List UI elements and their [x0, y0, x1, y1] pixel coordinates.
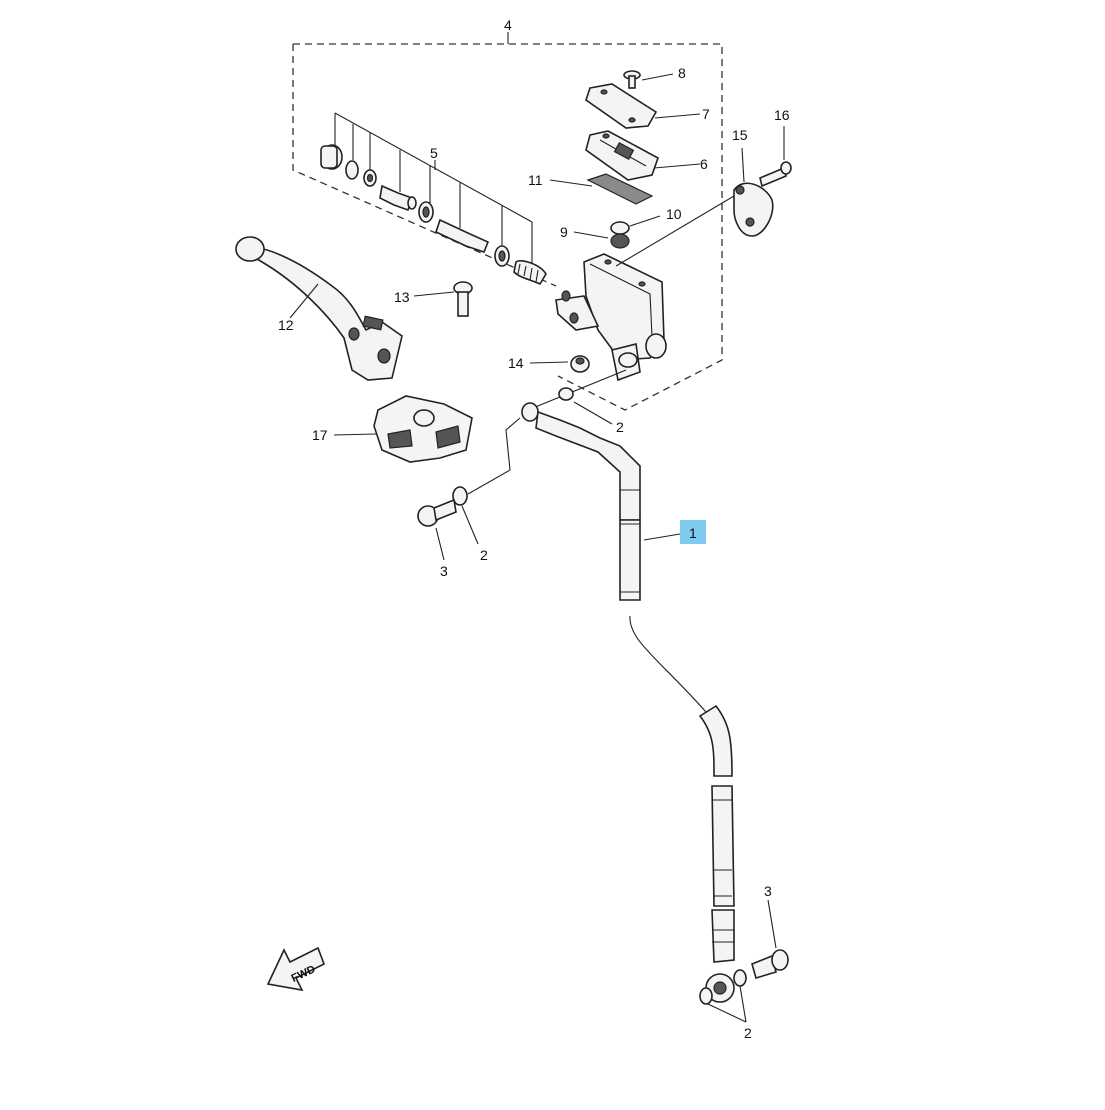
- diaphragm-11: [549, 173, 654, 205]
- pivot-bolt-13: [413, 281, 473, 317]
- part-label-2b: 2: [480, 547, 488, 563]
- washer-2-upper: [452, 486, 479, 545]
- reservoir-cap-7: [585, 83, 701, 129]
- part-label-5: 5: [430, 145, 438, 161]
- part-label-3a: 3: [440, 563, 448, 579]
- part-label-10: 10: [666, 206, 682, 222]
- screw-8: [623, 70, 674, 89]
- bracket-15: [733, 147, 774, 237]
- part-label-2c: 2: [744, 1025, 752, 1041]
- part-label-2a: 2: [616, 419, 624, 435]
- collar-14: [529, 355, 590, 373]
- part-label-4: 4: [504, 17, 512, 33]
- part-label-6: 6: [700, 156, 708, 172]
- connector-left: [467, 417, 521, 495]
- part-label-1: 1: [689, 525, 697, 541]
- part-label-16: 16: [774, 107, 790, 123]
- part-label-11: 11: [528, 172, 543, 188]
- part-label-7: 7: [702, 106, 710, 122]
- float-9-10: [573, 215, 661, 249]
- part-label-13: 13: [394, 289, 410, 305]
- part-label-8: 8: [678, 65, 686, 81]
- bolt-3-lower: [751, 899, 789, 979]
- master-cylinder-body: [555, 253, 667, 382]
- hose-lower: [698, 704, 747, 1023]
- brake-lever-12: [235, 236, 403, 381]
- part-label-3b: 3: [764, 883, 772, 899]
- fwd-arrow-icon: FWD: [266, 946, 326, 992]
- part-label-12: 12: [278, 317, 294, 333]
- assembly-line-15: [615, 195, 735, 267]
- part-label-14: 14: [508, 355, 524, 371]
- diaphragm-holder-6: [585, 130, 701, 181]
- bolt-16: [759, 126, 792, 188]
- piston-kit-5: [320, 112, 547, 286]
- part-label-9: 9: [560, 224, 568, 240]
- bolt-3-upper: [417, 498, 457, 561]
- part-label-15: 15: [732, 127, 748, 143]
- hose-upper: [521, 369, 641, 601]
- holder-17: [333, 395, 473, 463]
- leader-1: [643, 533, 681, 541]
- connector-hose: [629, 615, 707, 713]
- part-label-17: 17: [312, 427, 328, 443]
- part-1-highlight: [680, 520, 706, 544]
